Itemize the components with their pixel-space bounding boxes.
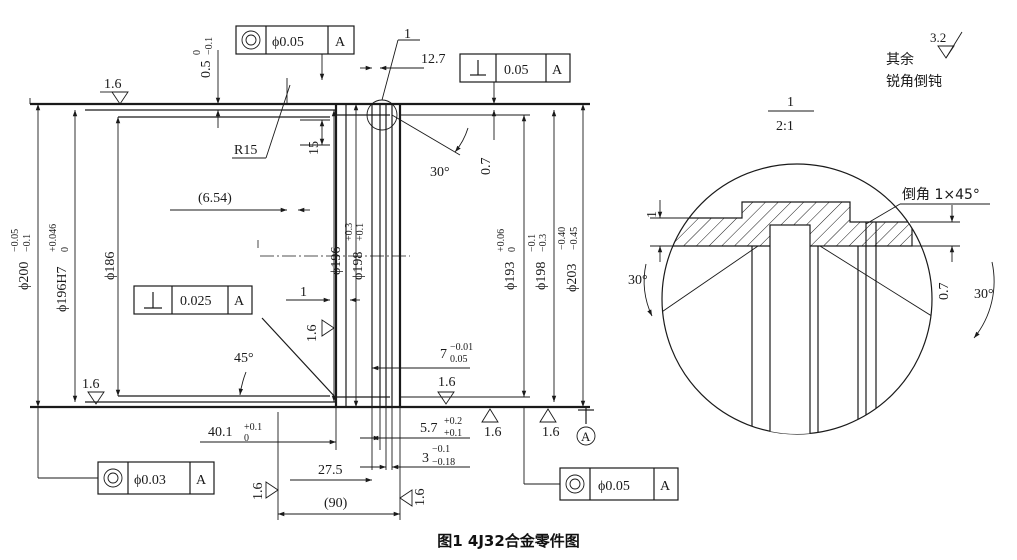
svg-text:ϕ0.05: ϕ0.05 bbox=[598, 479, 630, 494]
svg-text:−0.1: −0.1 bbox=[204, 37, 215, 55]
dim-127: 12.7 bbox=[421, 52, 446, 67]
svg-text:+0.2: +0.2 bbox=[444, 416, 462, 427]
svg-text:1.6: 1.6 bbox=[104, 77, 122, 92]
figure-caption: 图1 4J32合金零件图 bbox=[437, 532, 580, 550]
dim-1: 1 bbox=[300, 285, 307, 300]
dim-a30: 30° bbox=[430, 165, 450, 180]
svg-text:1: 1 bbox=[787, 95, 794, 110]
svg-text:−0.1: −0.1 bbox=[527, 234, 538, 252]
top-dims: 0.5 0 −0.1 R15 15 (6.54) 12.7 1 30° 0.7 bbox=[170, 27, 497, 213]
svg-text:A: A bbox=[660, 479, 671, 494]
dim-07: 0.7 bbox=[479, 158, 494, 176]
dim-t05: 0.5 bbox=[199, 61, 214, 79]
dim-57: 5.7 bbox=[420, 421, 438, 436]
svg-text:−0.45: −0.45 bbox=[569, 227, 580, 250]
svg-text:A: A bbox=[552, 63, 563, 78]
detail-ref-label: 1 bbox=[404, 27, 411, 42]
svg-text:+0.1: +0.1 bbox=[444, 428, 462, 439]
svg-text:30°: 30° bbox=[974, 287, 994, 302]
dim-d196: ϕ196 bbox=[329, 247, 344, 275]
svg-text:−0.05: −0.05 bbox=[10, 229, 21, 252]
dim-15: 15 bbox=[307, 141, 322, 155]
dim-d200: ϕ200 bbox=[17, 262, 32, 290]
dim-d196h7: ϕ196H7 bbox=[55, 267, 70, 312]
svg-text:3.2: 3.2 bbox=[930, 30, 946, 45]
svg-text:1.6: 1.6 bbox=[251, 483, 266, 501]
svg-text:−0.1: −0.1 bbox=[22, 234, 33, 252]
fcf-mid-left: 0.025 A bbox=[133, 285, 253, 315]
dim-d193: ϕ193 bbox=[503, 262, 518, 290]
svg-text:A: A bbox=[581, 429, 591, 444]
svg-text:0.7: 0.7 bbox=[937, 283, 952, 301]
r15-leader bbox=[265, 84, 291, 159]
svg-text:+0.06: +0.06 bbox=[496, 229, 507, 252]
dim-d198b: ϕ198 bbox=[534, 262, 549, 290]
svg-text:1.6: 1.6 bbox=[305, 325, 320, 343]
dim-d198a: ϕ198 bbox=[351, 252, 366, 280]
fcf-top-right: 0.05 A bbox=[459, 53, 571, 83]
svg-text:−0.3: −0.3 bbox=[538, 234, 549, 252]
dim-90: (90) bbox=[324, 496, 348, 511]
dim-7: 7 bbox=[440, 347, 447, 362]
svg-text:0: 0 bbox=[60, 247, 71, 252]
dim-r15: R15 bbox=[234, 143, 257, 158]
detail-view-label: 1 2:1 bbox=[768, 95, 814, 134]
svg-text:1: 1 bbox=[645, 211, 660, 218]
svg-text:ϕ0.03: ϕ0.03 bbox=[134, 473, 166, 488]
diameter-dims-left: ϕ200 −0.05 −0.1 ϕ196H7 +0.046 0 ϕ186 ϕ19… bbox=[10, 104, 366, 407]
svg-text:ϕ0.05: ϕ0.05 bbox=[272, 35, 304, 50]
diameter-dims-right: ϕ193 +0.06 0 ϕ198 −0.1 −0.3 ϕ203 −0.40 −… bbox=[400, 104, 586, 407]
svg-text:−0.1: −0.1 bbox=[432, 444, 450, 455]
dim-401: 40.1 bbox=[208, 425, 233, 440]
svg-text:−0.40: −0.40 bbox=[557, 227, 568, 250]
svg-text:A: A bbox=[196, 473, 207, 488]
fcf-bottom-right: ϕ0.05 A bbox=[523, 407, 679, 501]
svg-text:+0.1: +0.1 bbox=[244, 422, 262, 433]
svg-text:1.6: 1.6 bbox=[82, 377, 100, 392]
default-roughness-note: 3.2 其余 锐角倒钝 bbox=[886, 30, 963, 90]
dim-654: (6.54) bbox=[198, 191, 232, 206]
svg-text:2:1: 2:1 bbox=[776, 119, 794, 134]
default-note-line2: 锐角倒钝 bbox=[886, 74, 942, 90]
roughness-marks: 1.6 1.6 1.6 1.6 1.6 1.6 1.6 1.6 bbox=[82, 77, 560, 507]
svg-text:1.6: 1.6 bbox=[484, 425, 502, 440]
svg-text:30°: 30° bbox=[628, 273, 648, 288]
svg-text:+0.046: +0.046 bbox=[48, 224, 59, 252]
svg-text:1.6: 1.6 bbox=[438, 375, 456, 390]
svg-text:A: A bbox=[234, 294, 245, 309]
dim-a45: 45° bbox=[234, 351, 254, 366]
dim-3: 3 bbox=[422, 451, 429, 466]
chamfer-note: 倒角 1×45° bbox=[902, 187, 980, 203]
bottom-dims: 1 45° 7 −0.01 0.05 40.1 +0.1 0 5.7 +0.2 … bbox=[200, 285, 473, 520]
detail-view: 1 0.7 倒角 1×45° 30° 30° bbox=[628, 163, 995, 435]
svg-text:0.025: 0.025 bbox=[180, 294, 212, 309]
dim-d186: ϕ186 bbox=[103, 252, 118, 280]
default-note-line1: 其余 bbox=[886, 51, 914, 68]
dim-275: 27.5 bbox=[318, 463, 343, 478]
svg-text:−0.18: −0.18 bbox=[432, 457, 455, 468]
fcf-top-left: ϕ0.05 A bbox=[235, 25, 355, 80]
main-section-view bbox=[29, 39, 590, 409]
part-drawing: ϕ200 −0.05 −0.1 ϕ196H7 +0.046 0 ϕ186 ϕ19… bbox=[10, 25, 995, 520]
svg-text:+0.3: +0.3 bbox=[344, 223, 355, 241]
fcf-bottom-left: ϕ0.03 A bbox=[37, 407, 215, 495]
datum-a: A bbox=[576, 407, 596, 446]
svg-text:0.05: 0.05 bbox=[504, 63, 529, 78]
svg-text:A: A bbox=[335, 35, 346, 50]
svg-text:1.6: 1.6 bbox=[542, 425, 560, 440]
svg-text:0: 0 bbox=[244, 433, 249, 444]
svg-text:−0.01: −0.01 bbox=[450, 342, 473, 353]
svg-text:0: 0 bbox=[507, 247, 518, 252]
dim-d203: ϕ203 bbox=[565, 264, 580, 292]
svg-text:0: 0 bbox=[192, 50, 203, 55]
svg-text:0.05: 0.05 bbox=[450, 354, 468, 365]
svg-text:+0.1: +0.1 bbox=[355, 223, 366, 241]
svg-text:1.6: 1.6 bbox=[413, 489, 428, 507]
